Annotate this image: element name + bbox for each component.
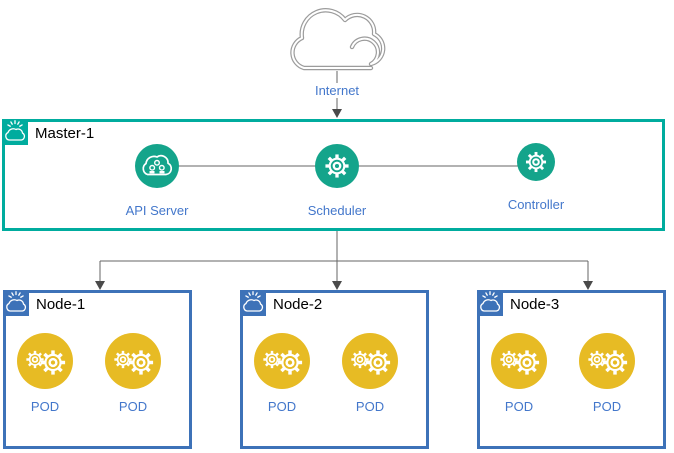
arrowhead-icons: [95, 109, 593, 290]
cloud-sun-icon: [3, 290, 29, 316]
cloud-sun-icon: [477, 290, 503, 316]
api-server-icon: [135, 144, 179, 188]
pod-gears-icon: [579, 333, 635, 389]
node-title: Node-3: [510, 296, 560, 313]
node-title: Node-2: [273, 296, 323, 313]
master-box: Master-1 API Server Scheduler Controller: [2, 119, 665, 231]
pod-gears-icon: [342, 333, 398, 389]
pod-label: POD: [592, 399, 622, 414]
component-label: Controller: [507, 197, 565, 212]
gear-icon: [517, 143, 555, 181]
pod-label: POD: [355, 399, 385, 414]
component-label: Scheduler: [307, 203, 367, 218]
component-label: API Server: [125, 203, 189, 218]
node-box-1: Node-1 POD POD: [3, 290, 192, 449]
node-title: Node-1: [36, 296, 86, 313]
node-box-2: Node-2 POD POD: [240, 290, 429, 449]
pod-label: POD: [504, 399, 534, 414]
pod-gears-icon: [254, 333, 310, 389]
internet-label: Internet: [297, 83, 377, 98]
gear-icon: [315, 144, 359, 188]
pod-label: POD: [267, 399, 297, 414]
pod-label: POD: [118, 399, 148, 414]
pod-label: POD: [30, 399, 60, 414]
cloud-sun-icon: [240, 290, 266, 316]
pod-gears-icon: [105, 333, 161, 389]
pod-gears-icon: [17, 333, 73, 389]
node-box-3: Node-3 POD POD: [477, 290, 666, 449]
master-title: Master-1: [35, 125, 95, 142]
cloud-sun-icon: [2, 119, 28, 145]
internet-cloud-icon: [290, 8, 386, 71]
pod-gears-icon: [491, 333, 547, 389]
